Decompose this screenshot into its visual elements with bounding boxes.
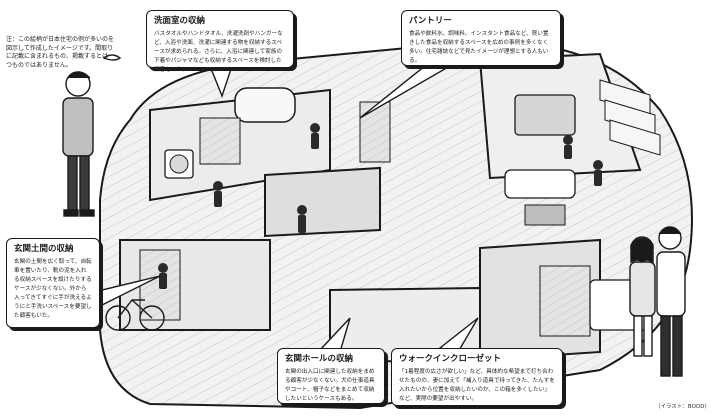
callout-title: ウォークインクローゼット bbox=[399, 354, 502, 364]
callout-title: 洗面室の収納 bbox=[154, 16, 206, 26]
callout-body: バスタオルやハンドタオル、洗濯洗剤やハンガーなど、入浴や洗面、洗濯に関連する物を… bbox=[154, 31, 283, 73]
man-figure-left bbox=[62, 54, 122, 217]
callout-pantry: パントリー 食品や飲料水、調味料、インスタント食品など、買い置きした食品を収納す… bbox=[401, 10, 561, 66]
sofa bbox=[504, 169, 576, 199]
callout-entrance-storage: 玄関土間の収納 玄関の土間を広く取って、自転車を置いたり、靴の泥を入れる収納スペ… bbox=[6, 238, 100, 328]
callout-body: 食品や飲料水、調味料、インスタント食品など、買い置きした食品を収納するスペースを… bbox=[409, 31, 549, 64]
bicycle bbox=[105, 298, 165, 331]
disclaimer-note: 注：この絵柄が日本住宅の例が多いのを図示して作成したイメージです。間取りに記載に… bbox=[6, 36, 115, 69]
illustration-credit: （イラスト：BOOD） bbox=[655, 404, 710, 410]
staircase bbox=[599, 79, 661, 156]
callout-laundry-storage: 洗面室の収納 バスタオルやハンドタオル、洗濯洗剤やハンガーなど、入浴や洗面、洗濯… bbox=[146, 10, 294, 73]
dining-table bbox=[514, 94, 576, 136]
coffee-table bbox=[524, 204, 566, 226]
callout-title: 玄関ホールの収納 bbox=[285, 354, 354, 364]
bathtub bbox=[234, 87, 296, 123]
callout-walk-in-closet: ウォークインクローゼット 「1着程度の広さが欲しい」など、具体的な希望まで打ち合… bbox=[391, 348, 563, 406]
callout-body: 玄関の出入口に関連した収納をまめる顧客が少なくない。犬の仕事道具やコート、帽子な… bbox=[285, 369, 375, 402]
callout-pointers bbox=[93, 61, 479, 353]
residents bbox=[158, 123, 603, 289]
callout-hall-storage: 玄関ホールの収納 玄関の出入口に関連した収納をまめる顧客が少なくない。犬の仕事道… bbox=[277, 348, 385, 404]
callout-title: パントリー bbox=[409, 16, 452, 26]
couple-figure-right bbox=[629, 226, 686, 377]
callout-body: 「1着程度の広さが欲しい」など、具体的な希望まで打ち合わせたものの、妻に加えて「… bbox=[399, 369, 555, 402]
callout-body: 玄関の土間を広く取って、自転車を置いたり、靴の泥を入れる収納スペースを設けたりす… bbox=[14, 259, 92, 319]
callout-title: 玄関土間の収納 bbox=[14, 244, 74, 254]
